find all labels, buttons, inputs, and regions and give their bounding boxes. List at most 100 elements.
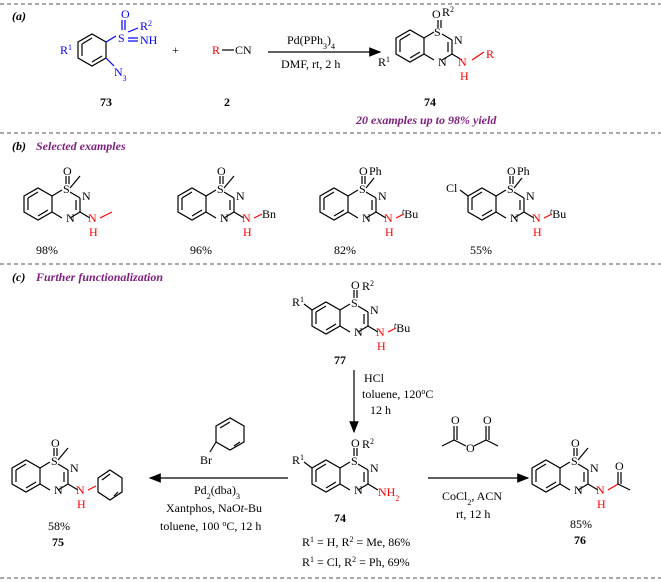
nh-atom: N [242, 211, 251, 225]
o-atom: O [51, 436, 60, 450]
o-atom: O [615, 459, 624, 473]
s-atom: S [63, 182, 70, 196]
n-atom: N [70, 461, 79, 475]
example-3-yield: 82% [334, 243, 356, 257]
panel-c-title: Further functionalization [35, 270, 163, 284]
cond-right-1: CoCl2, ACN [442, 489, 502, 507]
nh-atom: N [88, 211, 97, 225]
compound-74-label: 74 [424, 95, 436, 109]
s-atom: S [351, 454, 358, 468]
reactant-73-structure: O S R2 NH N3 R1 [60, 7, 158, 83]
acetic-anhydride-structure [441, 426, 499, 447]
r2-label: R2 [140, 19, 152, 34]
cond-a-2: DMF, rt, 2 h [281, 57, 340, 71]
example-2-structure [177, 175, 263, 221]
nitrile-cn: CN [235, 43, 252, 57]
example-1-structure [23, 175, 113, 221]
s-atom: S [51, 454, 58, 468]
tbu-label: tBu [394, 321, 410, 336]
cond-left-2: Xantphos, NaOt-Bu [166, 501, 262, 515]
h-atom: H [89, 225, 98, 239]
s-atom: S [434, 25, 441, 39]
example-2-yield: 96% [190, 243, 212, 257]
o-atom: O [351, 278, 360, 292]
compound-77-label: 77 [334, 353, 346, 367]
o-atom: O [121, 7, 130, 21]
n-atom: N [370, 303, 379, 317]
panel-a-tag: (a) [12, 9, 26, 23]
example-4-yield: 55% [470, 243, 492, 257]
phenyl-label: Ph [517, 164, 530, 178]
cond-down-3: 12 h [370, 403, 391, 417]
n-atom: N [354, 325, 363, 339]
nh2-label: NH2 [378, 485, 399, 503]
yield-note: 20 examples up to 98% yield [355, 113, 497, 127]
h-atom: H [533, 225, 542, 239]
compound-77-structure [303, 290, 397, 335]
h-atom: H [377, 339, 386, 353]
panel-b-title: Selected examples [36, 139, 126, 153]
compound-75-label: 75 [52, 535, 64, 549]
bromobenzene-structure [209, 417, 245, 453]
azide-label: N3 [114, 65, 127, 83]
cond-down-1: HCl [364, 371, 385, 385]
h-atom: H [597, 497, 606, 511]
n-atom: N [236, 189, 245, 203]
cond-left-1: Pd2(dba)3 [194, 483, 240, 501]
panel-c-tag: (c) [12, 270, 25, 284]
n-atom: N [370, 461, 379, 475]
compound-73-label: 73 [100, 95, 112, 109]
h-atom: H [385, 225, 394, 239]
nitrile-r: R [212, 43, 220, 57]
o-atom: O [571, 436, 580, 450]
nh-label: NH [140, 33, 158, 47]
chloro-label: Cl [446, 181, 458, 195]
r2-label: R2 [362, 437, 374, 452]
compound-76-yield: 85% [570, 517, 592, 531]
compound-76-structure [531, 447, 631, 493]
compound-2-label: 2 [224, 95, 230, 109]
center-74-structure [303, 448, 379, 493]
compound-74-center-label: 74 [334, 511, 346, 525]
n-atom: N [66, 211, 75, 225]
s-atom: S [118, 31, 125, 45]
r1-label: R1 [60, 43, 72, 58]
nh-atom: N [376, 325, 385, 339]
footnote-2: R1 = Cl, R2 = Ph, 69% [302, 555, 410, 570]
r-label: R [486, 47, 494, 61]
example-4-structure [459, 176, 553, 221]
compound-76-label: 76 [574, 533, 586, 547]
o-atom: O [63, 164, 72, 178]
cond-left-3: toluene, 100 oC, 12 h [160, 519, 261, 534]
n-atom: N [362, 211, 371, 225]
compound-75-yield: 58% [48, 519, 70, 533]
nh-atom: N [532, 211, 541, 225]
example-1-yield: 98% [36, 243, 58, 257]
s-atom: S [217, 182, 224, 196]
panel-b-tag: (b) [12, 139, 26, 153]
nh-atom: N [76, 483, 85, 497]
example-3-structure [319, 176, 405, 221]
nh-atom: N [596, 483, 605, 497]
tbu-label: tBu [550, 207, 566, 222]
compound-75-structure [11, 447, 123, 501]
r1-label: R1 [292, 295, 304, 310]
h-atom: H [77, 497, 86, 511]
plus-sign: + [172, 43, 179, 57]
r1-label: R1 [378, 55, 390, 70]
o-atom: O [483, 413, 492, 427]
nh-atom: N [458, 55, 467, 69]
h-atom: H [243, 225, 252, 239]
s-atom: S [359, 182, 366, 196]
h-atom: H [460, 69, 469, 83]
footnote-1: R1 = H, R2 = Me, 86% [302, 535, 410, 550]
benzyl-label: Bn [262, 207, 276, 221]
tbu-label: tBu [402, 207, 418, 222]
o-atom: O [351, 436, 360, 450]
n-atom: N [378, 189, 387, 203]
o-atom: O [451, 413, 460, 427]
nh-atom: N [384, 211, 393, 225]
phenyl-label: Ph [369, 164, 382, 178]
n-atom: N [82, 189, 91, 203]
